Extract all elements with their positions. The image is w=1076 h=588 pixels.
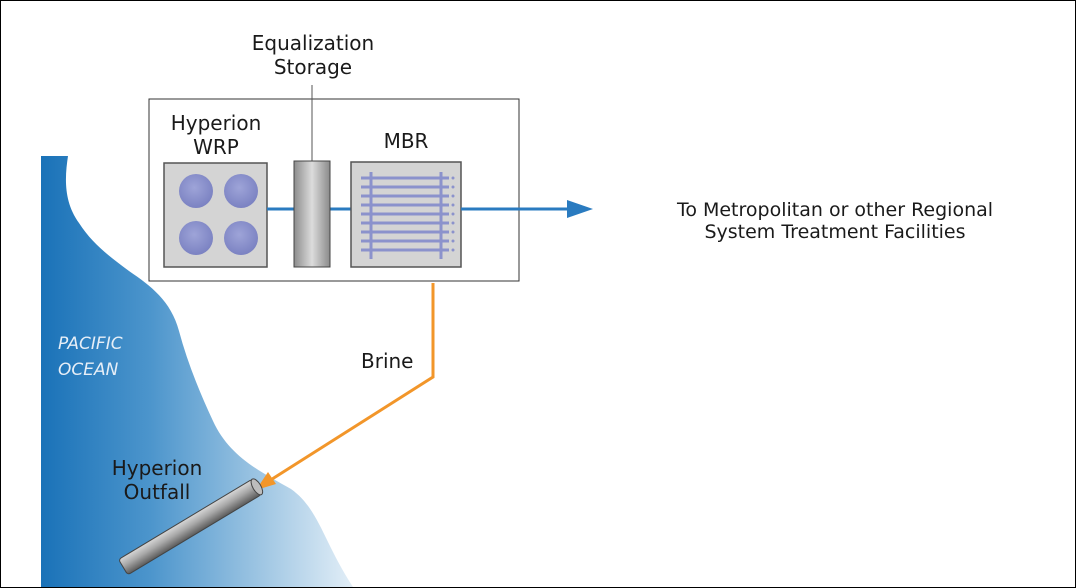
- hyperion-wrp-label: Hyperion WRP: [161, 111, 271, 159]
- pacific-ocean-label: PACIFIC OCEAN: [58, 331, 123, 383]
- ocean-label-line2: OCEAN: [58, 360, 119, 380]
- mbr-membrane-ends: [451, 176, 455, 252]
- hyperion-wrp-label-line2: WRP: [193, 135, 239, 159]
- clarifier-circle: [179, 174, 213, 208]
- outfall-label-line2: Outfall: [123, 480, 191, 504]
- mbr-membranes: [361, 172, 449, 259]
- outfall-label-line1: Hyperion: [111, 456, 203, 480]
- equalization-label-line2: Storage: [273, 55, 353, 79]
- destination-label: To Metropolitan or other Regional System…: [605, 199, 1065, 243]
- clarifier-circle: [224, 174, 258, 208]
- destination-label-line2: System Treatment Facilities: [704, 221, 966, 243]
- brine-label: Brine: [361, 349, 414, 373]
- equalization-label-line1: Equalization: [251, 31, 375, 55]
- equalization-storage-tank: [293, 160, 331, 268]
- hyperion-outfall-label: Hyperion Outfall: [97, 456, 217, 504]
- clarifier-circle: [179, 221, 213, 255]
- mbr-label: MBR: [383, 129, 429, 153]
- hyperion-wrp-label-line1: Hyperion: [170, 111, 262, 135]
- clarifier-circle: [224, 221, 258, 255]
- destination-label-line1: To Metropolitan or other Regional: [676, 199, 994, 221]
- pacific-ocean-shape: [41, 156, 353, 587]
- flow-arrowhead-icon: [567, 200, 593, 218]
- equalization-storage-label: Equalization Storage: [201, 31, 425, 79]
- brine-line: [268, 283, 435, 483]
- ocean-label-line1: PACIFIC: [58, 334, 123, 354]
- hyperion-outfall-pipe: [119, 478, 264, 575]
